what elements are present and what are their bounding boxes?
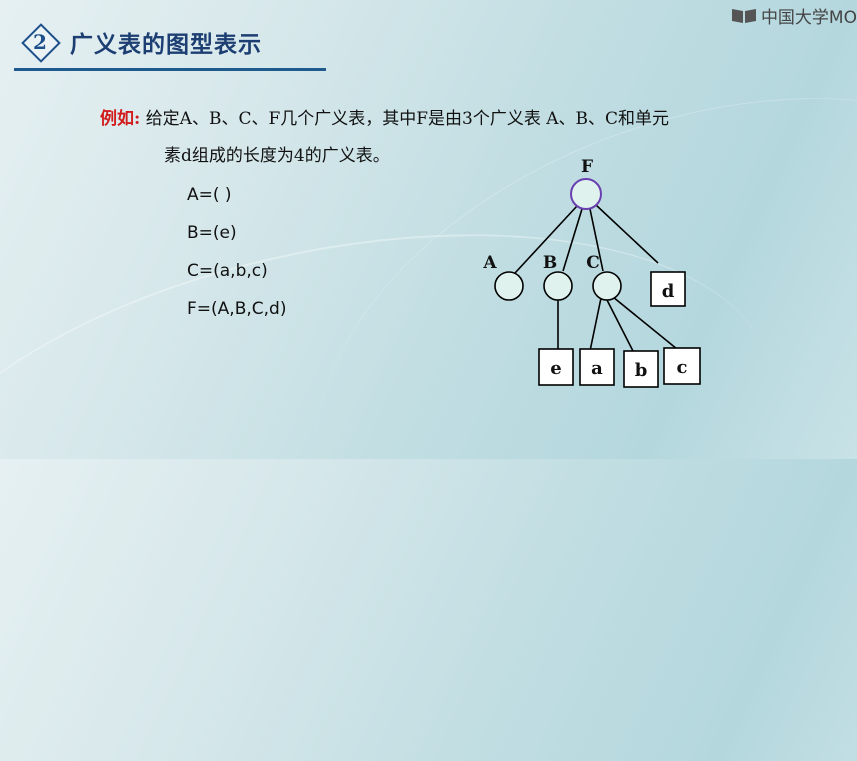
atom-b — [623, 350, 659, 388]
edge-c-a — [589, 297, 602, 352]
list-definition-f: F=(A,B,C,d) — [187, 299, 287, 319]
atom-c — [663, 347, 701, 385]
label-f: F — [581, 157, 593, 177]
label-d: d — [662, 281, 675, 302]
generalized-list-diagram: F A B C d e a b c — [482, 157, 701, 388]
list-definition-b: B=(e) — [187, 223, 237, 243]
atom-d — [650, 271, 686, 307]
edge-f-d — [595, 204, 659, 264]
list-definitions: A=( ) B=(e) C=(a,b,c) F=(A,B,C,d) — [187, 182, 286, 334]
edge-f-b — [562, 208, 583, 272]
title-underline — [14, 68, 326, 71]
section-number: 2 — [33, 30, 47, 54]
mooc-logo: 中国大学MO — [731, 4, 857, 28]
edge-c-c — [612, 296, 678, 350]
book-icon — [731, 9, 756, 23]
label-atom-c: c — [677, 357, 688, 378]
logo-text: 中国大学MO — [760, 7, 857, 28]
atom-e — [538, 348, 574, 386]
node-c — [592, 271, 622, 301]
edge-f-c — [589, 208, 604, 272]
label-e: e — [550, 358, 561, 379]
page-title: 广义表的图型表示 — [70, 32, 262, 58]
node-a — [494, 271, 524, 301]
node-b — [543, 271, 573, 301]
label-c: C — [586, 253, 600, 273]
atom-a — [579, 348, 615, 386]
example-label: 例如: — [100, 109, 141, 129]
label-atom-b: b — [635, 360, 648, 381]
example-paragraph: 例如: 给定A、B、C、F几个广义表，其中F是由3个广义表 A、B、C和单元 素… — [100, 104, 820, 166]
label-a: A — [482, 253, 497, 273]
section-header: 2 广义表的图型表示 — [21, 22, 262, 63]
paragraph-text-1: 给定A、B、C、F几个广义表，其中F是由3个广义表 A、B、C和单元 — [145, 109, 670, 129]
label-atom-a: a — [591, 358, 603, 379]
section-number-badge: 2 — [21, 23, 61, 63]
list-definition-c: C=(a,b,c) — [187, 261, 268, 281]
node-f — [570, 178, 602, 210]
edge-c-b — [606, 299, 635, 354]
list-definition-a: A=( ) — [187, 185, 232, 205]
paragraph-line-2: 素d组成的长度为4的广义表。 — [164, 146, 390, 166]
label-b: B — [543, 253, 557, 273]
diagram-edges — [514, 204, 678, 354]
paragraph-line-1: 例如: 给定A、B、C、F几个广义表，其中F是由3个广义表 A、B、C和单元 — [100, 104, 820, 129]
edge-f-a — [514, 205, 578, 274]
